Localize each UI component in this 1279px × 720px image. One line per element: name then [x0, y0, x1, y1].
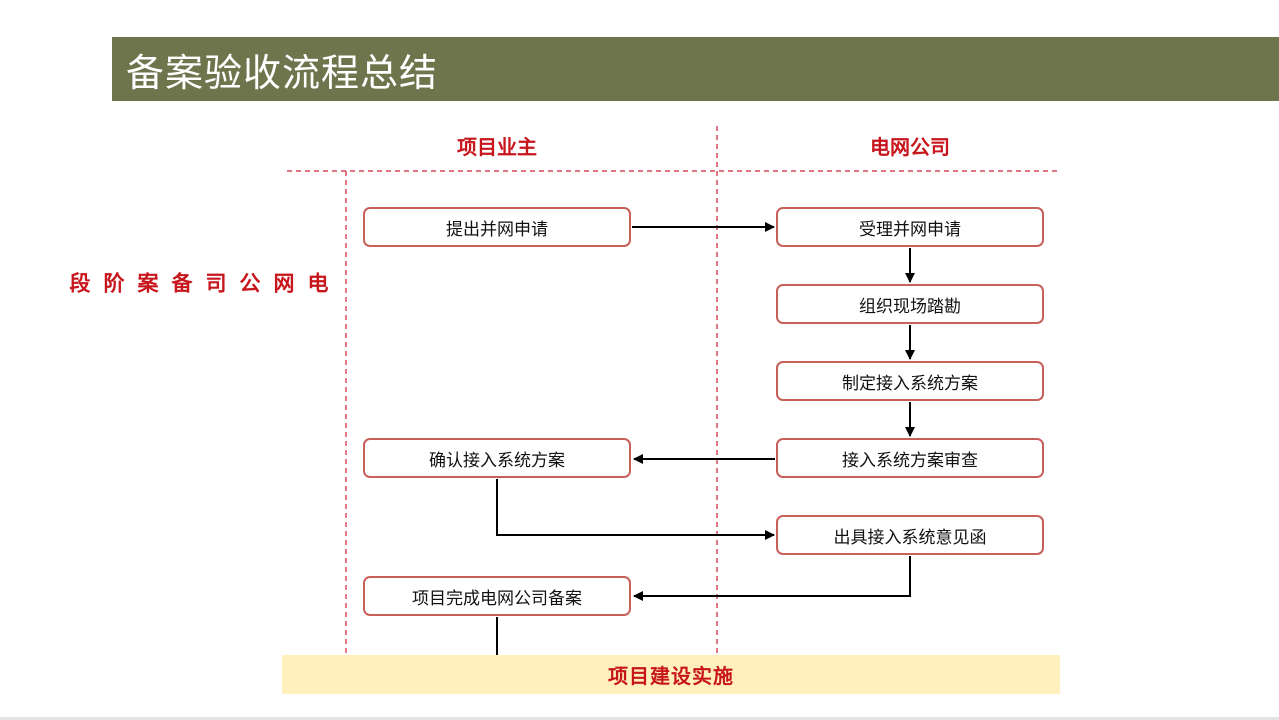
footer-band: 项目建设实施 — [282, 655, 1060, 694]
step-plan: 制定接入系统方案 — [776, 361, 1044, 401]
arrow-opinion-to-record — [633, 556, 911, 601]
bottom-divider — [0, 717, 1279, 720]
slide-title-bar: 备案验收流程总结 — [112, 37, 1279, 101]
step-accept: 受理并网申请 — [776, 207, 1044, 247]
step-opinion: 出具接入系统意见函 — [776, 515, 1044, 555]
step-survey: 组织现场踏勘 — [776, 284, 1044, 324]
step-record: 项目完成电网公司备案 — [363, 576, 631, 616]
step-confirm: 确认接入系统方案 — [363, 438, 631, 478]
lane-header-owner: 项目业主 — [457, 135, 537, 159]
footer-label: 项目建设实施 — [608, 664, 734, 688]
step-review: 接入系统方案审查 — [776, 438, 1044, 478]
stage-label: 电网公司备案阶段 — [67, 272, 329, 303]
slide-title: 备案验收流程总结 — [126, 50, 439, 95]
step-apply: 提出并网申请 — [363, 207, 631, 247]
arrow-confirm-to-opinion — [496, 479, 775, 540]
lane-header-grid: 电网公司 — [870, 135, 950, 159]
